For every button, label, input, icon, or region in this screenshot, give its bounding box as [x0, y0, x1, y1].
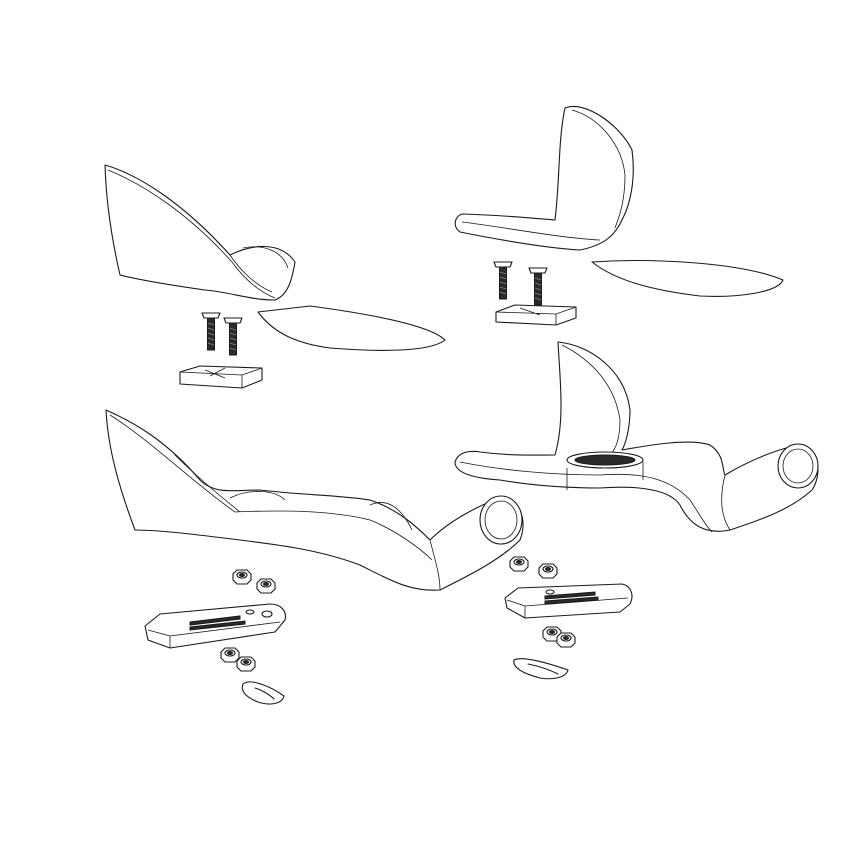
- right-cup-pad: [591, 260, 784, 297]
- right-tube-end: [777, 443, 819, 489]
- left-tube-end: [479, 495, 523, 545]
- screw: [493, 261, 513, 300]
- right-cup-assembly: [454, 106, 784, 326]
- screw: [201, 312, 221, 351]
- nut: [538, 563, 558, 579]
- right-clip: [513, 658, 569, 680]
- right-extension-assembly: [454, 341, 819, 680]
- left-clip: [241, 681, 285, 705]
- nut: [220, 647, 240, 663]
- nut: [556, 632, 576, 648]
- left-extension-assembly: [105, 409, 524, 705]
- left-armrest-extension: [105, 409, 524, 591]
- screw: [223, 317, 243, 356]
- right-spacer-block: [495, 304, 577, 326]
- left-spacer-block: [179, 365, 263, 389]
- screw: [528, 267, 548, 306]
- nut: [509, 556, 529, 572]
- left-clamp-plate: [144, 603, 286, 649]
- right-clamp-plate: [504, 583, 633, 619]
- nut: [236, 656, 256, 672]
- left-armrest-cup: [104, 164, 296, 301]
- nut: [256, 578, 276, 594]
- left-cup-assembly: [104, 164, 446, 389]
- nut: [232, 569, 252, 585]
- right-armrest-cup: [454, 106, 634, 251]
- left-cup-pad: [257, 305, 446, 351]
